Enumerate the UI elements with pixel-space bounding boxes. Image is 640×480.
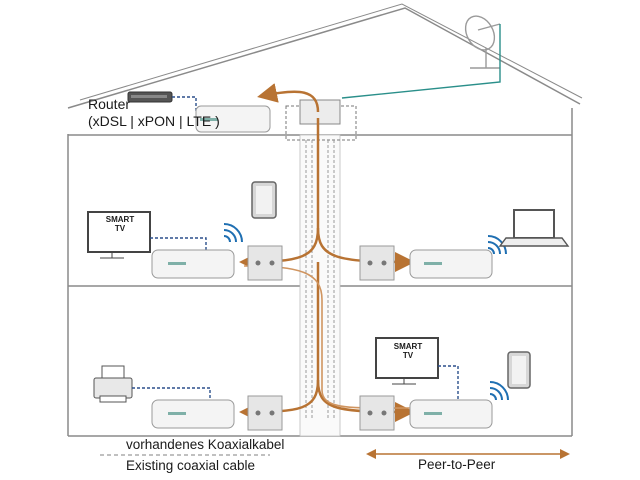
smart-tv-icon [87,211,151,259]
peer-to-peer-label: Peer-to-Peer [418,457,496,472]
coax-adapter-icon [195,105,271,133]
wifi-icon [487,235,507,255]
coax-adapter-icon [151,399,235,429]
smart-tv-label-line2: TV [114,224,126,233]
legend-coax-de: vorhandenes Koaxialkabel [126,437,285,452]
smart-tv-label: SMART TV [378,342,438,360]
satellite-cable [341,24,501,99]
tablet-icon [251,181,277,219]
laptop-icon [498,209,570,247]
wall-socket-icon [285,99,357,141]
router-label: Router (xDSL | xPON | LTE ) [88,96,220,130]
legend-coax-en: Existing coaxial cable [126,458,256,473]
smart-tv-label-line1: SMART [105,215,135,224]
smart-tv-label-line1: SMART [393,342,423,351]
coax-cable-bundle [305,140,335,418]
coax-adapter-icon [151,249,235,279]
peer-to-peer-arrow [366,449,570,459]
router-label-line1: Router [88,96,131,112]
smart-tv-label-line2: TV [402,351,414,360]
tablet-icon [507,351,531,389]
wifi-icon [489,381,509,401]
router-label-line2: (xDSL | xPON | LTE ) [88,113,220,129]
coax-adapter-icon [409,249,493,279]
wifi-icon [223,223,243,243]
wall-socket-icon [247,245,283,281]
satellite-dish-icon [464,15,501,69]
coax-adapter-icon [409,399,493,429]
wall-socket-icon [359,245,395,281]
wall-socket-icon [359,395,395,431]
smart-tv-icon [375,337,439,385]
wall-socket-icon [247,395,283,431]
smart-tv-label: SMART TV [90,215,150,233]
printer-icon [93,365,133,403]
